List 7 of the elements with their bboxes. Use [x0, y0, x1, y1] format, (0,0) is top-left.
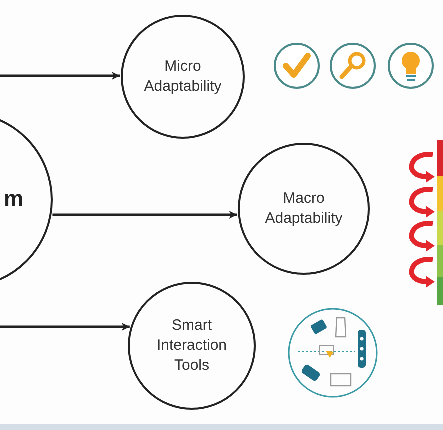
node-label: Micro Adaptability: [143, 56, 223, 97]
node-label: Macro Adaptability: [264, 188, 344, 229]
arrow: [0, 323, 130, 331]
node-label: m: [4, 188, 24, 210]
arrow: [52, 211, 238, 219]
arrow: [0, 72, 120, 80]
node-label: Smart Interaction Tools: [156, 316, 228, 376]
